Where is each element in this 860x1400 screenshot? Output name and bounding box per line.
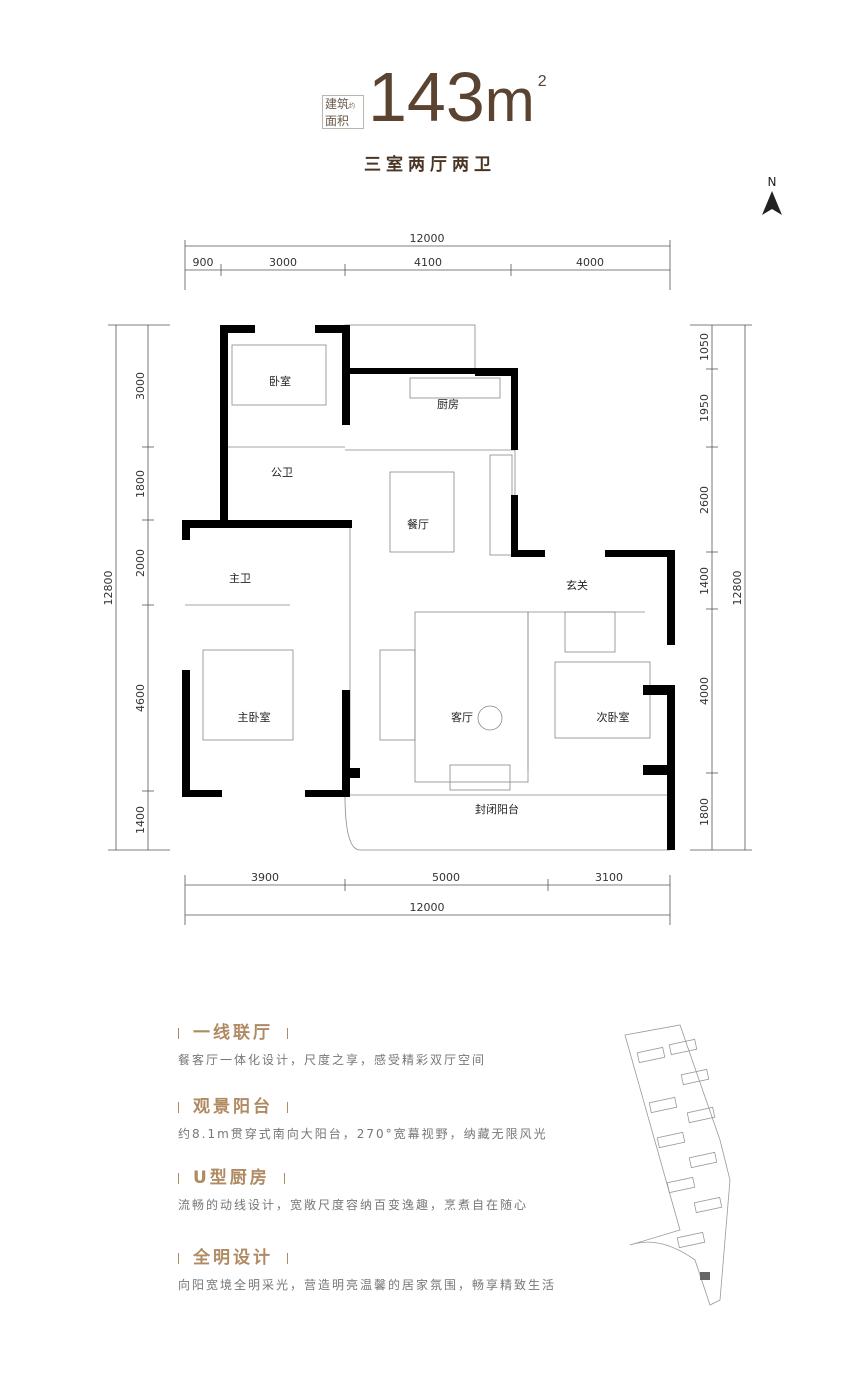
room-balcony: 封闭阳台: [475, 802, 519, 816]
area-badge-approx: 约: [349, 103, 356, 110]
north-arrow-icon: [762, 191, 782, 215]
room-master-bedroom: 主卧室: [238, 710, 271, 724]
feature-item: U型厨房 流畅的动线设计，宽敞尺度容纳百变逸趣，烹煮自在随心: [178, 1163, 528, 1213]
area-badge-label2: 面积: [325, 114, 350, 128]
feature-title: 观景阳台: [193, 1097, 273, 1117]
area-number: 143: [368, 58, 485, 136]
feature-title: 一线联厅: [193, 1023, 273, 1043]
layout-title: 三室两厅两卫: [364, 155, 496, 175]
dim-bottom-seg: 3100: [595, 871, 623, 884]
dim-right-seg: 2600: [698, 486, 711, 514]
room-master-bath: 主卫: [229, 572, 251, 585]
dimension-labels: 12000 900 3000 4100 4000 3900 5000 3100 …: [102, 232, 744, 914]
dim-left-seg: 2000: [134, 549, 147, 577]
dim-right-seg: 1050: [698, 333, 711, 361]
dim-right-total: 12800: [731, 571, 744, 606]
dim-left-seg: 1800: [134, 470, 147, 498]
dim-right-seg: 1800: [698, 798, 711, 826]
dim-bottom-total: 12000: [410, 901, 445, 914]
dim-left-seg: 4600: [134, 684, 147, 712]
floor-plan: 12000 900 3000 4100 4000 3900 5000 3100 …: [102, 232, 752, 925]
site-map-icon: [624, 1024, 731, 1306]
dimension-lines: [108, 240, 752, 925]
dim-right-seg: 1950: [698, 394, 711, 422]
dim-top-seg: 4000: [576, 256, 604, 269]
dim-top-total: 12000: [410, 232, 445, 245]
feature-title: U型厨房: [193, 1168, 270, 1188]
feature-item: 全明设计 向阳宽境全明采光，营造明亮温馨的居家氛围，畅享精致生活: [178, 1243, 556, 1293]
feature-desc: 餐客厅一体化设计，尺度之享，感受精彩双厅空间: [178, 1053, 487, 1067]
interior-lines: [185, 324, 670, 851]
feature-title: 全明设计: [193, 1248, 273, 1268]
dim-top-seg: 4100: [414, 256, 442, 269]
room-living: 客厅: [451, 710, 473, 724]
feature-desc: 向阳宽境全明采光，营造明亮温馨的居家氛围，畅享精致生活: [178, 1278, 557, 1292]
room-dining: 餐厅: [407, 517, 429, 531]
north-label: N: [767, 175, 777, 189]
room-labels: 卧室 厨房 公卫 餐厅 主卫 玄关 客厅 主卧室 次卧室 封闭阳台: [229, 374, 630, 816]
feature-desc: 流畅的动线设计，宽敞尺度容纳百变逸趣，烹煮自在随心: [178, 1198, 529, 1212]
dim-bottom-seg: 3900: [251, 871, 279, 884]
compass: N: [760, 175, 784, 221]
area-unit-superscript: 2: [537, 73, 547, 90]
room-public-bath: 公卫: [271, 466, 293, 479]
area-badge-label: 建筑: [325, 97, 350, 111]
room-second-bedroom: 次卧室: [597, 710, 630, 724]
area-unit: m: [484, 67, 535, 134]
area-badge: 建筑约 面积: [322, 95, 364, 129]
dim-left-seg: 1400: [134, 806, 147, 834]
room-foyer: 玄关: [566, 578, 588, 592]
dim-right-seg: 4000: [698, 677, 711, 705]
dim-top-seg: 900: [193, 256, 214, 269]
dim-top-seg: 3000: [269, 256, 297, 269]
dim-left-total: 12800: [102, 571, 115, 606]
feature-desc: 约8.1m贯穿式南向大阳台，270°宽幕视野，纳藏无限风光: [178, 1127, 548, 1141]
walls: [182, 325, 675, 850]
dim-left-seg: 3000: [134, 372, 147, 400]
dim-bottom-seg: 5000: [432, 871, 460, 884]
room-bedroom: 卧室: [269, 374, 291, 388]
feature-item: 一线联厅 餐客厅一体化设计，尺度之享，感受精彩双厅空间: [178, 1018, 486, 1068]
dim-right-seg: 1400: [698, 567, 711, 595]
room-kitchen: 厨房: [437, 398, 459, 411]
feature-item: 观景阳台 约8.1m贯穿式南向大阳台，270°宽幕视野，纳藏无限风光: [178, 1092, 548, 1142]
